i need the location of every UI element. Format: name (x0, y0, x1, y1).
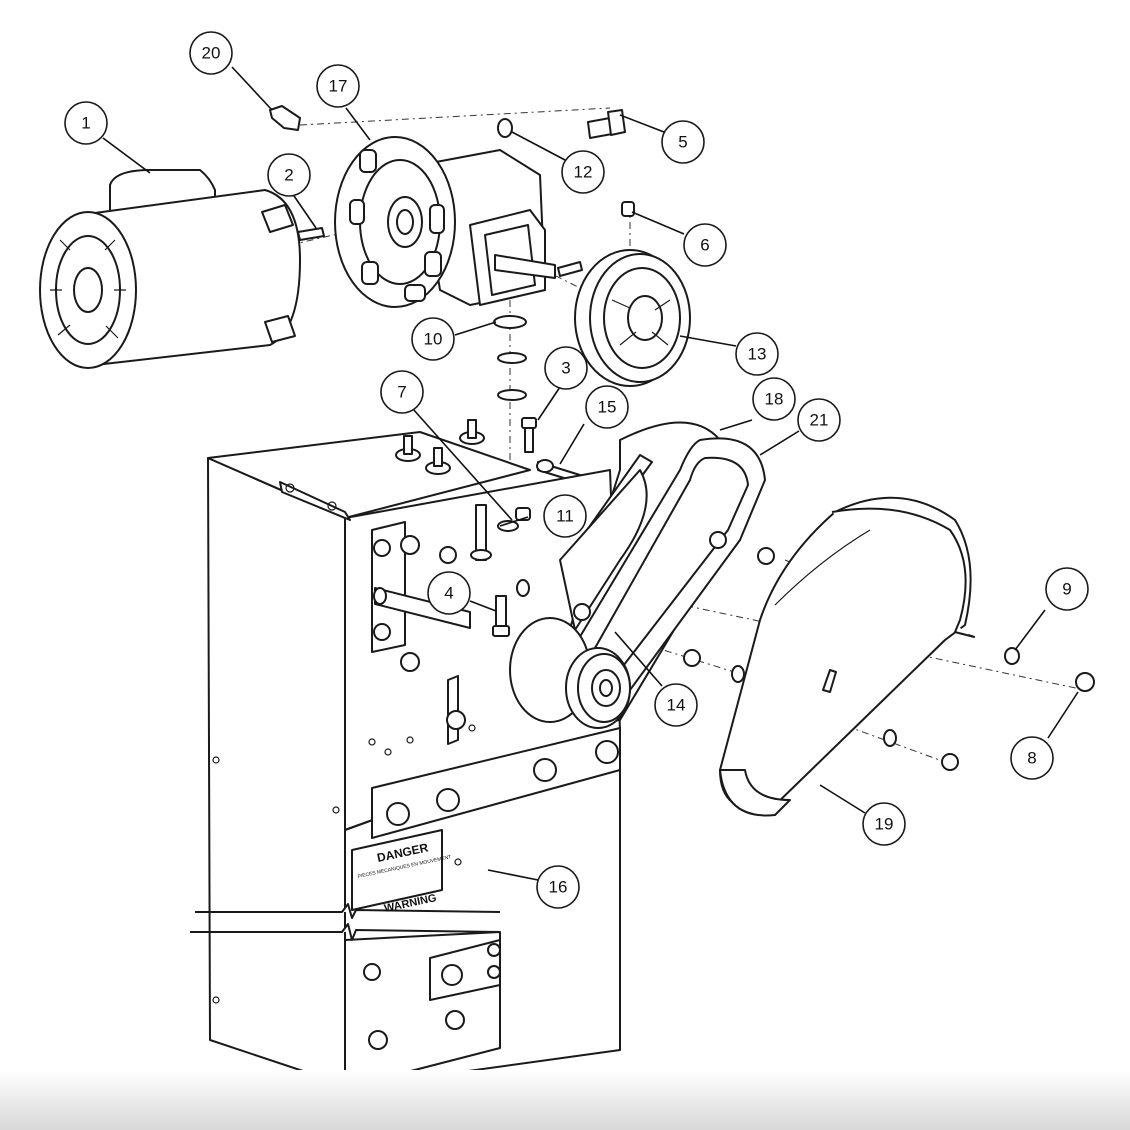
callout-5: 5 (661, 120, 705, 164)
callout-19: 19 (862, 802, 906, 846)
callout-6-number: 6 (700, 236, 709, 255)
bolt-3 (521, 417, 537, 453)
callout-12-number: 12 (574, 163, 593, 182)
leader-lines (102, 66, 1079, 881)
top-bolt (587, 109, 626, 139)
callout-8: 8 (1010, 736, 1054, 780)
callout-12: 12 (561, 150, 605, 194)
large-pulley (574, 249, 691, 387)
callout-17-number: 17 (329, 77, 348, 96)
callout-17: 17 (316, 64, 360, 108)
callout-21: 21 (797, 398, 841, 442)
callout-9-number: 9 (1062, 580, 1071, 599)
callout-10: 10 (411, 317, 455, 361)
callout-14-number: 14 (667, 696, 686, 715)
nuts-and-washers (516, 547, 1095, 771)
callout-19-number: 19 (875, 815, 894, 834)
callout-1-number: 1 (81, 114, 90, 133)
callout-15-number: 15 (598, 398, 617, 417)
callout-7: 7 (380, 370, 424, 414)
callout-2-number: 2 (284, 166, 293, 185)
key (297, 227, 325, 241)
motor (39, 169, 301, 369)
enclosure (207, 419, 621, 1089)
belt-guard-front (719, 496, 976, 817)
callout-11: 11 (543, 494, 587, 538)
callout-10-number: 10 (424, 330, 443, 349)
callout-11-number: 11 (556, 507, 574, 526)
callout-9: 9 (1045, 567, 1089, 611)
pulley-key (557, 261, 583, 277)
callout-3: 3 (544, 346, 588, 390)
callout-15: 15 (585, 385, 629, 429)
callout-2: 2 (267, 153, 311, 197)
callout-16-number: 16 (549, 878, 568, 897)
callout-21-number: 21 (810, 411, 829, 430)
callout-18-number: 18 (765, 390, 784, 409)
callout-20: 20 (189, 31, 233, 75)
callout-8-number: 8 (1027, 749, 1036, 768)
danger-decal: DANGER PIECES MECANIQUES EN MOUVEMENT WA… (351, 829, 452, 915)
callout-4-number: 4 (444, 584, 453, 603)
spacer-washers (493, 315, 527, 401)
gear-reducer (334, 136, 556, 308)
small-pulley (565, 531, 727, 729)
callout-6: 6 (683, 223, 727, 267)
callout-1: 1 (64, 101, 108, 145)
bottom-shadow (0, 1070, 1130, 1130)
washer-top (497, 118, 513, 138)
break-lines (190, 903, 501, 941)
callout-5-number: 5 (678, 133, 687, 152)
callout-14: 14 (654, 683, 698, 727)
callout-16: 16 (536, 865, 580, 909)
bolt-4 (492, 595, 510, 637)
callout-18: 18 (752, 377, 796, 421)
set-screw (621, 201, 635, 217)
grease-fitting (269, 105, 301, 131)
callout-13: 13 (735, 332, 779, 376)
callout-7-number: 7 (397, 383, 406, 402)
callout-3-number: 3 (561, 359, 570, 378)
callout-20-number: 20 (202, 44, 221, 63)
callout-13-number: 13 (748, 345, 767, 364)
callout-4: 4 (427, 571, 471, 615)
